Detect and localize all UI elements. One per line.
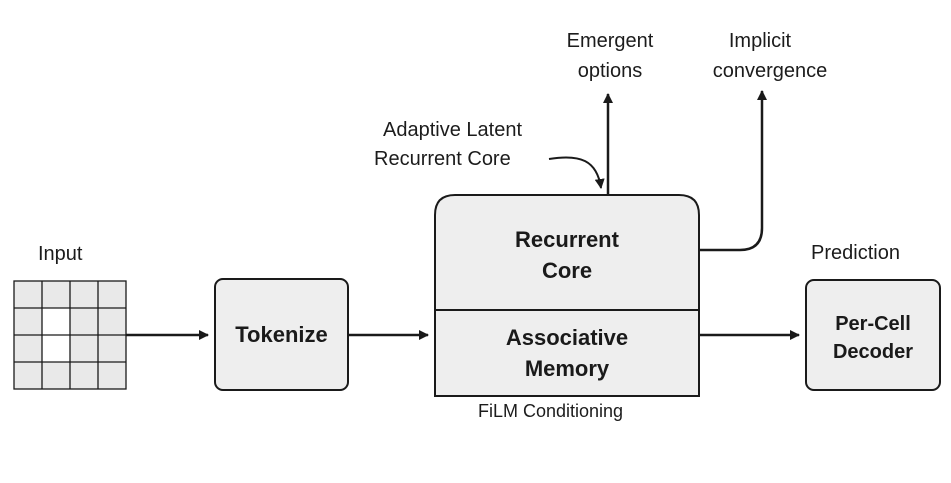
- input-grid: [13, 280, 127, 390]
- implicit-convergence-label-line2: convergence: [712, 60, 828, 82]
- associative-memory-line1: Associative: [505, 325, 629, 350]
- recurrent-core-text: Recurrent Core: [435, 224, 699, 286]
- arrow-implicit-convergence: [699, 90, 767, 252]
- decoder-box: [805, 279, 941, 391]
- recurrent-core-line2: Core: [541, 258, 593, 283]
- tokenize-text: Tokenize: [235, 322, 328, 347]
- recurrent-core-line1: Recurrent: [515, 227, 619, 252]
- decoder-line1: Per-Cell: [835, 313, 911, 335]
- adaptive-latent-label-line1: Adaptive Latent: [383, 119, 522, 141]
- decoder-line2: Decoder: [832, 341, 914, 363]
- core-memory-box: [434, 194, 700, 397]
- emergent-options-label-line2: options: [577, 60, 643, 82]
- adaptive-latent-label-line2: Recurrent Core: [374, 148, 511, 170]
- emergent-options-label-line1: Emergent: [566, 30, 654, 52]
- associative-memory-line2: Memory: [524, 356, 610, 381]
- film-conditioning-label: FiLM Conditioning: [478, 401, 624, 421]
- decoder-text: Per-Cell Decoder: [806, 310, 940, 366]
- arrow-adaptive-latent: [548, 156, 605, 189]
- associative-memory-text: Associative Memory: [435, 322, 699, 384]
- prediction-label: Prediction: [811, 242, 900, 264]
- implicit-convergence-label-line1: Implicit: [728, 30, 792, 52]
- input-label: Input: [38, 243, 83, 265]
